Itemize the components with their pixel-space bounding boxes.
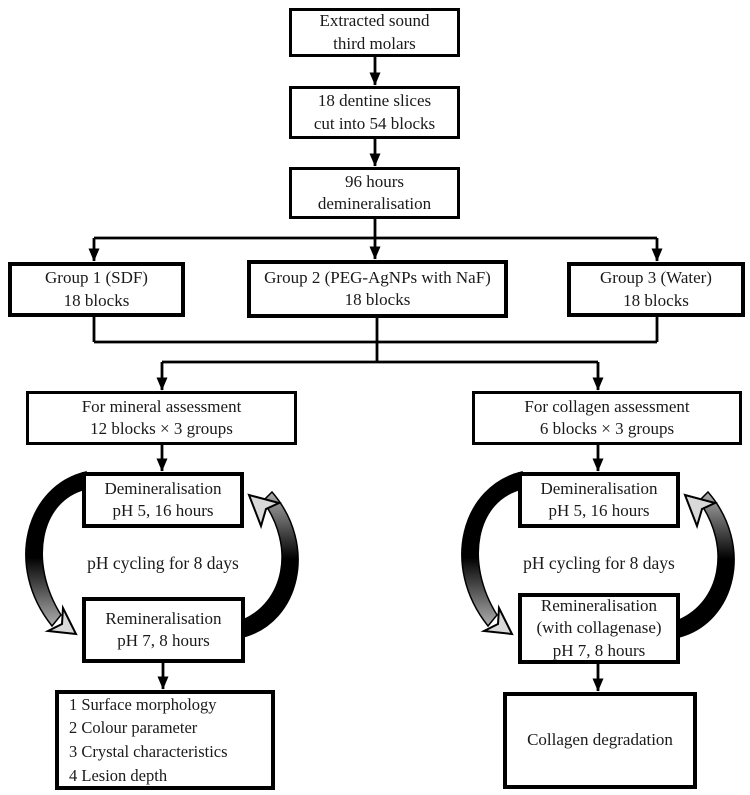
node-collagen-degradation-text: Collagen degradation xyxy=(527,730,673,750)
node-96h-demineralisation-text: 96 hours demineralisation xyxy=(317,171,432,213)
node-mineral-outcomes: 1 Surface morphology 2 Colour parameter … xyxy=(55,690,275,790)
straight-connectors xyxy=(88,57,663,692)
node-demineralisation-left-text: Demineralisation pH 5, 16 hours xyxy=(104,478,222,520)
node-demineralisation-right-text: Demineralisation pH 5, 16 hours xyxy=(540,478,658,520)
node-group3-water: Group 3 (Water) 18 blocks xyxy=(567,262,745,317)
node-group1-sdf: Group 1 (SDF) 18 blocks xyxy=(8,262,185,317)
node-mineral-assessment-text: For mineral assessment 12 blocks × 3 gro… xyxy=(81,396,242,438)
label-ph-cycling-right: pH cycling for 8 days xyxy=(523,553,675,573)
node-demineralisation-left: Demineralisation pH 5, 16 hours xyxy=(82,472,244,528)
label-ph-cycling-left: pH cycling for 8 days xyxy=(87,553,239,573)
node-mineral-assessment: For mineral assessment 12 blocks × 3 gro… xyxy=(26,391,297,445)
node-extracted-molars: Extracted sound third molars xyxy=(289,8,460,57)
node-group2-peg-agnps: Group 2 (PEG-AgNPs with NaF) 18 blocks xyxy=(247,260,508,318)
node-collagen-assessment-text: For collagen assessment 6 blocks × 3 gro… xyxy=(524,396,690,438)
node-collagen-degradation: Collagen degradation xyxy=(503,692,697,789)
node-group2-peg-agnps-text: Group 2 (PEG-AgNPs with NaF) 18 blocks xyxy=(264,267,491,309)
node-dentine-slices-text: 18 dentine slices cut into 54 blocks xyxy=(313,91,436,133)
node-mineral-outcomes-text: 1 Surface morphology 2 Colour parameter … xyxy=(69,694,228,785)
node-group3-water-text: Group 3 (Water) 18 blocks xyxy=(600,268,712,310)
node-extracted-molars-text: Extracted sound third molars xyxy=(319,11,430,53)
node-remineralisation-left: Remineralisation pH 7, 8 hours xyxy=(82,597,245,663)
node-remineralisation-right-text: Remineralisation (with collagenase) pH 7… xyxy=(536,595,662,660)
node-collagen-assessment: For collagen assessment 6 blocks × 3 gro… xyxy=(472,391,742,445)
node-demineralisation-right: Demineralisation pH 5, 16 hours xyxy=(518,472,680,528)
node-96h-demineralisation: 96 hours demineralisation xyxy=(289,167,460,219)
node-remineralisation-left-text: Remineralisation pH 7, 8 hours xyxy=(105,608,222,650)
node-group1-sdf-text: Group 1 (SDF) 18 blocks xyxy=(45,268,148,310)
node-dentine-slices: 18 dentine slices cut into 54 blocks xyxy=(289,86,460,139)
node-remineralisation-right: Remineralisation (with collagenase) pH 7… xyxy=(518,593,680,664)
